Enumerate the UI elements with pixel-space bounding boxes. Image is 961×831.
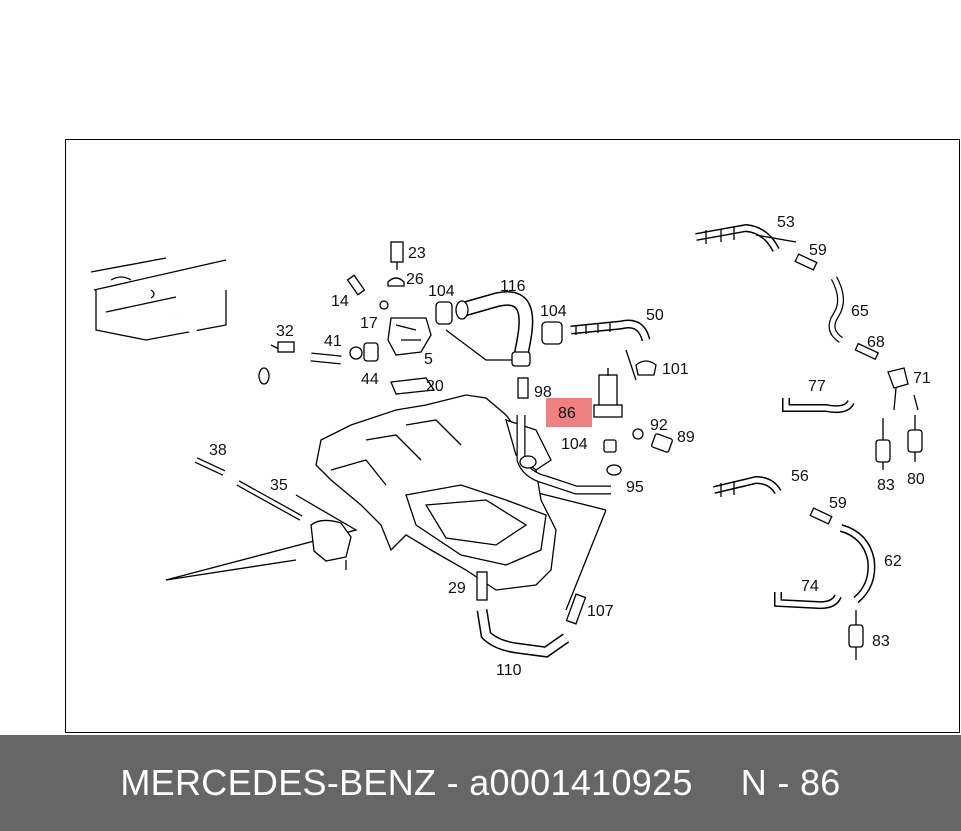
valve-86-part [593,368,673,453]
label-89: 89 [677,429,695,446]
rod-38-part [194,457,226,476]
pipe-77-part [782,398,855,414]
connector-59-lower-part [809,507,833,525]
highlight-label: 86 [558,405,576,422]
hose-110-part [476,609,570,658]
pipe-50-part [541,319,657,376]
label-5: 5 [424,351,433,368]
line-53-part [695,223,797,252]
label-41: 41 [324,333,342,350]
label-71: 71 [913,370,931,387]
label-116: 116 [500,278,526,295]
valve-group-part [346,241,453,395]
fitting-71-part [887,367,919,411]
label-53: 53 [777,214,795,231]
hose-41-part [310,342,379,365]
label-77: 77 [808,378,826,395]
label-38: 38 [209,442,227,459]
valve-83-upper-part [875,418,891,470]
label-65: 65 [851,303,869,320]
label-107: 107 [587,603,614,620]
label-101: 101 [662,361,689,378]
label-29: 29 [448,580,466,597]
footer-caption-bar: MERCEDES-BENZ - a0001410925 N - 86 [0,735,961,831]
label-68: 68 [867,334,885,351]
label-23: 23 [408,245,426,262]
label-26: 26 [406,271,424,288]
label-104-c: 104 [561,436,588,453]
label-104-b: 104 [540,303,567,320]
label-83-b: 83 [872,633,890,650]
label-95: 95 [626,479,644,496]
label-44: 44 [361,371,379,388]
label-98: 98 [534,384,552,401]
diagram-position: N - 86 [740,762,841,803]
hose-98-part [516,377,622,495]
label-74: 74 [801,578,819,595]
label-59-b: 59 [829,495,847,512]
label-17: 17 [360,315,378,332]
connector-68-part [854,342,880,361]
engine-block-part [90,257,227,341]
intake-manifold-part [315,394,557,591]
diagram-frame: 86 23 26 14 17 104 116 104 50 32 41 5 44… [65,139,960,733]
label-59-a: 59 [809,242,827,259]
pipe-74-part [774,592,842,610]
label-110: 110 [496,662,522,679]
part-caption: MERCEDES-BENZ - a0001410925 [120,762,693,803]
label-50: 50 [646,307,664,324]
hose-32-part [174,315,295,385]
label-35: 35 [270,477,288,494]
label-20: 20 [426,378,444,395]
label-83-a: 83 [877,477,895,494]
valve-83-lower-part [848,610,864,660]
connector-59-part [794,253,818,271]
bolt-29-part [476,571,488,601]
hose-65-part [828,276,844,343]
hose-62-part [839,524,876,604]
label-62: 62 [884,553,902,570]
line-56-part [713,475,782,497]
highlight-part-86: 86 [546,398,592,427]
label-14: 14 [331,293,349,310]
label-32: 32 [276,323,294,340]
label-56: 56 [791,468,809,485]
rod-35-part [236,480,303,521]
hose-116-part [455,290,534,367]
label-104-a: 104 [428,283,455,300]
label-80: 80 [907,471,925,488]
label-92: 92 [650,417,668,434]
canister-part [310,519,352,570]
valve-80-part [907,415,923,462]
sensor-107-part [565,593,587,625]
parts-diagram: 86 23 26 14 17 104 116 104 50 32 41 5 44… [90,214,931,679]
part-labels: 23 26 14 17 104 116 104 50 32 41 5 44 20… [209,214,931,679]
